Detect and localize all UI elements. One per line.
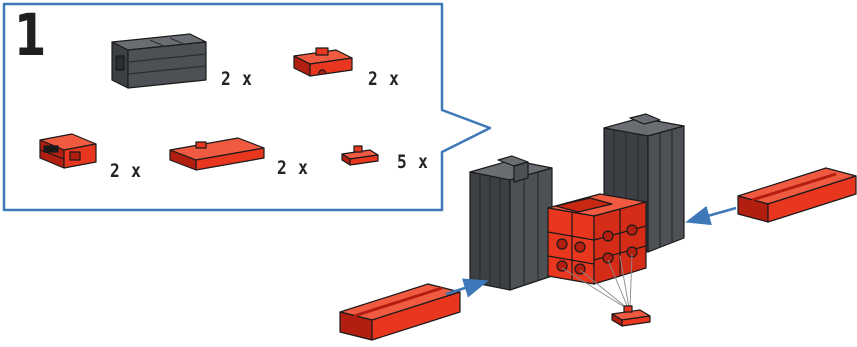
left-gray-tower bbox=[469, 155, 553, 291]
step-number: 1 bbox=[14, 1, 47, 69]
quantity-label: 2 x bbox=[368, 68, 400, 90]
left-red-plate bbox=[339, 283, 461, 341]
red-small-plug-icon bbox=[341, 145, 379, 166]
quantity-label: 2 x bbox=[221, 68, 253, 90]
quantity-label: 5 x bbox=[397, 151, 429, 173]
left-insert-arrow bbox=[445, 278, 489, 298]
quantity-label: 2 x bbox=[110, 160, 142, 182]
quantity-label: 2 x bbox=[277, 157, 309, 179]
gray-building-block-icon bbox=[111, 33, 207, 89]
plug-pointer-lines bbox=[561, 253, 633, 309]
right-insert-arrow bbox=[685, 205, 737, 226]
parts-callout-box bbox=[2, 2, 492, 212]
red-square-plate-icon bbox=[293, 47, 353, 77]
red-connector-block-icon bbox=[39, 133, 97, 169]
red-flat-plate-icon bbox=[169, 137, 265, 171]
red-center-assembly bbox=[547, 193, 647, 285]
right-red-plate bbox=[737, 167, 857, 223]
assembly-red-plug bbox=[611, 305, 651, 327]
